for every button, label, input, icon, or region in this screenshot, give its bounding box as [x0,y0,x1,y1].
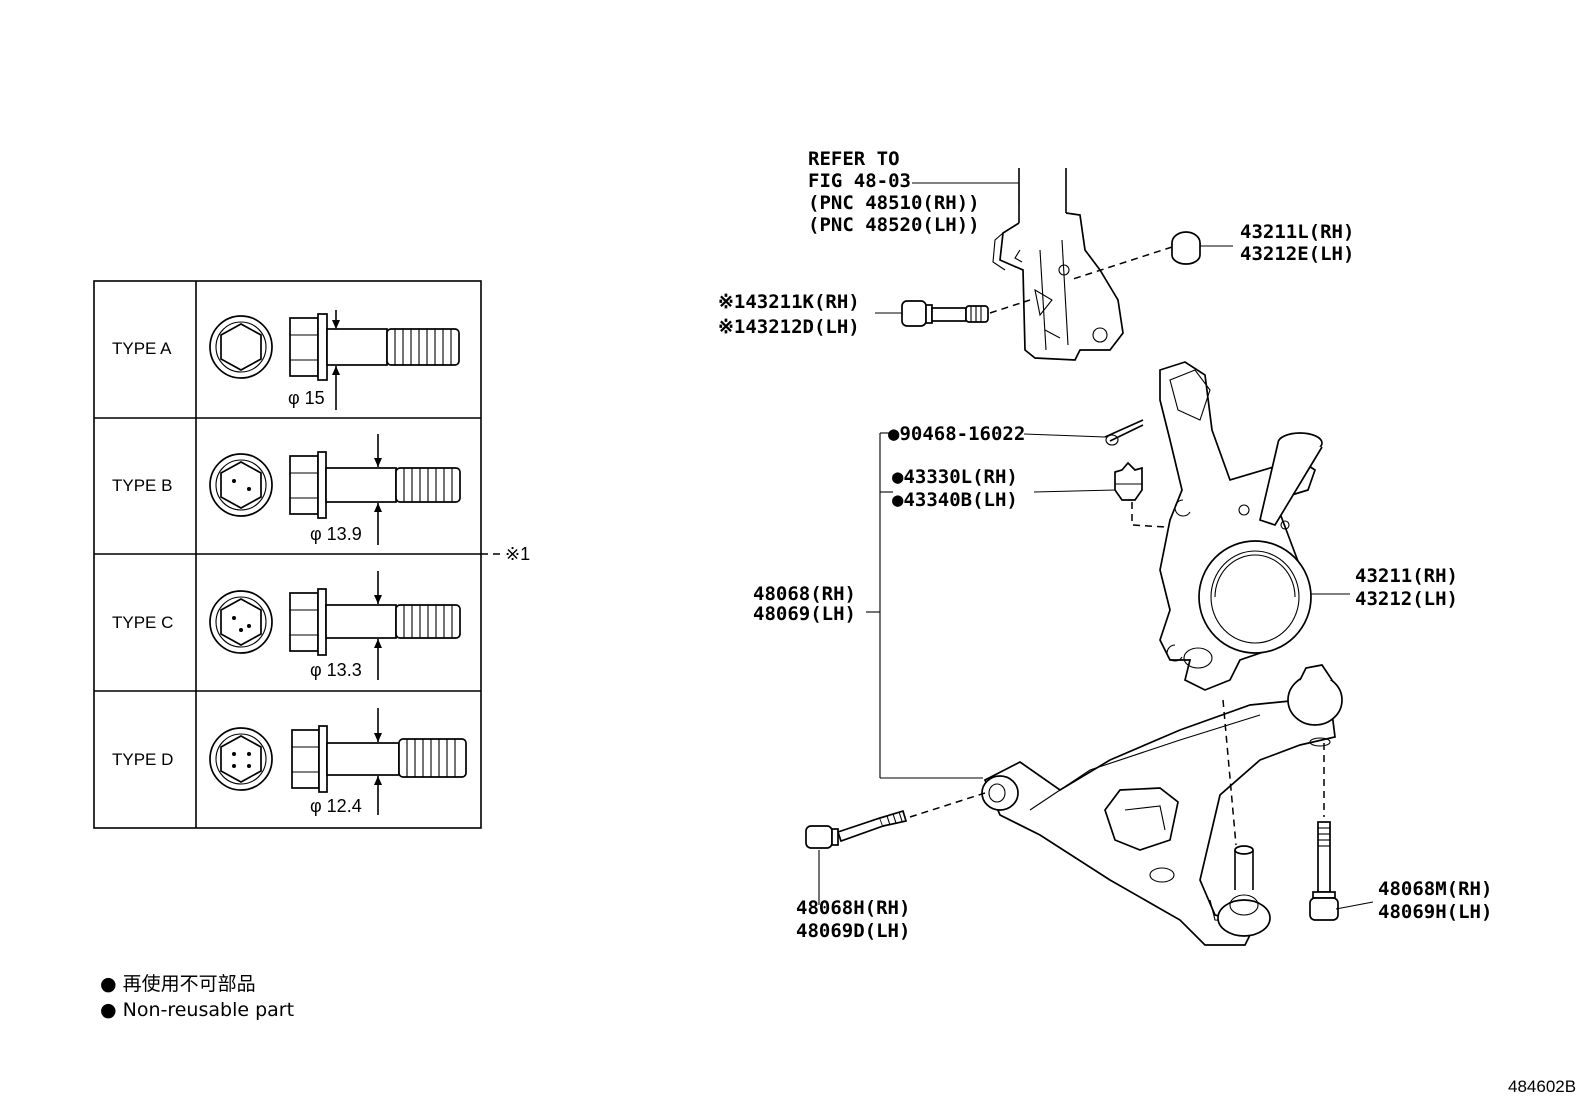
type-c-diameter: φ 13.3 [310,660,362,680]
lower-control-arm-drawing [981,664,1343,946]
strut-drawing [992,168,1124,361]
steering-knuckle-drawing [1159,361,1323,691]
bolt-type-c-drawing [209,571,461,680]
castle-nut-drawing [1114,461,1143,501]
refer-line-1: REFER TO [808,148,900,170]
type-c-label: TYPE C [112,613,173,632]
strut-nut-lh: 43212E(LH) [1240,243,1354,265]
type-a-label: TYPE A [112,339,172,358]
castle-nut-lh: ●43340B(LH) [892,489,1018,511]
strut-nut-rh: 43211L(RH) [1240,221,1354,243]
type-b-label: TYPE B [112,476,172,495]
rear-arm-bolt-drawing [1309,821,1339,921]
arm-assy-lh: 48069(LH) [753,603,856,625]
knuckle-lh: 43212(LH) [1355,588,1458,610]
bolt-type-d-drawing [209,708,467,815]
refer-line-3: (PNC 48510(RH)) [808,192,980,214]
front-arm-bolt-drawing [805,809,908,849]
type-d-diameter: φ 12.4 [310,796,362,816]
strut-bolt-lh: ※143212D(LH) [718,316,860,338]
bolt-type-a-drawing [209,310,460,410]
legend-line-jp: ● 再使用不可部品 [100,973,256,995]
knuckle-rh: 43211(RH) [1355,565,1458,587]
strut-nut-drawing [1171,231,1201,265]
legend-line-en: ● Non-reusable part [100,999,294,1021]
refer-line-2: FIG 48-03 [808,170,911,192]
leader-lines [866,182,1350,779]
castle-nut-rh: ●43330L(RH) [892,466,1018,488]
front-bolt-rh: 48068H(RH) [796,897,910,919]
bolt-type-table [93,280,500,829]
type-b-diameter: φ 13.9 [310,524,362,544]
cotter-pin-drawing [1104,419,1144,446]
bolt-type-b-drawing [209,434,461,545]
arm-assy-rh: 48068(RH) [753,583,856,605]
figure-id: 484602B [1508,1077,1576,1096]
refer-line-4: (PNC 48520(LH)) [808,214,980,236]
group-note: ※1 [505,544,530,564]
rear-bolt-lh: 48069H(LH) [1378,901,1492,923]
type-a-diameter: φ 15 [288,388,325,408]
strut-bolt-rh: ※143211K(RH) [718,291,860,313]
type-d-label: TYPE D [112,750,173,769]
strut-bolt-drawing [901,300,989,327]
front-bolt-lh: 48069D(LH) [796,920,910,942]
cotter-pin-label: ●90468-16022 [888,423,1025,445]
rear-bolt-rh: 48068M(RH) [1378,878,1492,900]
